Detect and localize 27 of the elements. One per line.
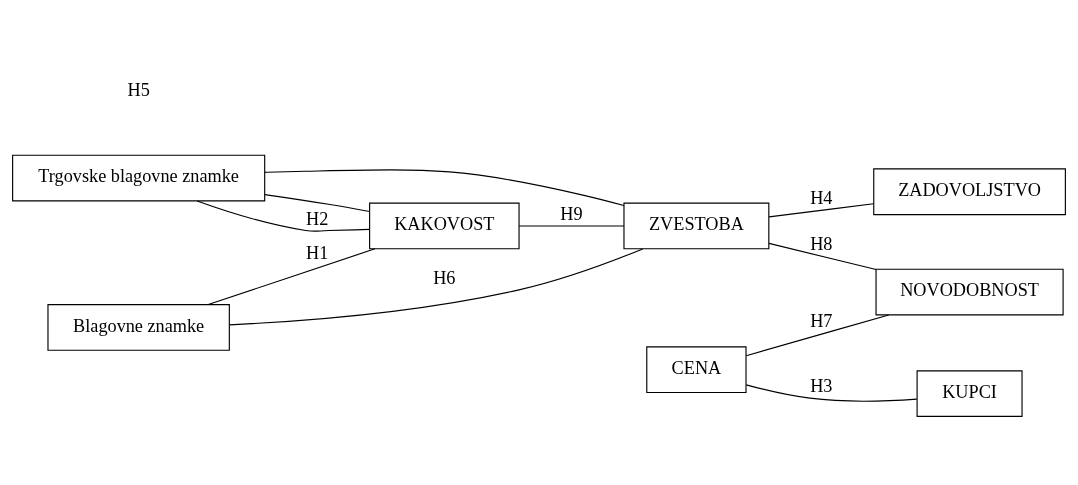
node-box: ZVESTOBA [623,202,770,250]
node-box: Blagovne znamke [47,304,230,351]
connector [264,194,371,213]
connector [768,203,875,218]
connector [196,200,371,232]
edge-label: H1 [306,242,329,263]
connector [745,384,918,402]
node-box: KAKOVOST [369,202,520,250]
edge-label: H4 [810,188,833,209]
connector [264,169,625,207]
label: H5 [127,79,150,100]
edge-label: H7 [810,311,833,332]
edge-label: H9 [560,204,583,225]
edge-label: H3 [810,376,833,397]
edge-label: H6 [433,267,456,288]
connector [768,242,877,271]
connector [518,225,625,227]
connector [229,248,644,326]
node-box: CENA [646,346,747,394]
node-box: NOVODOBNOST [875,268,1064,316]
connector [745,314,890,357]
edge-label: H8 [810,233,833,254]
edge-label: H2 [306,208,329,229]
node-box: Trgovske blagovne znamke [12,154,266,202]
node-box: KUPCI [916,370,1023,417]
connector [207,248,376,306]
node-box: ZADOVOLJSTVO [873,168,1066,216]
